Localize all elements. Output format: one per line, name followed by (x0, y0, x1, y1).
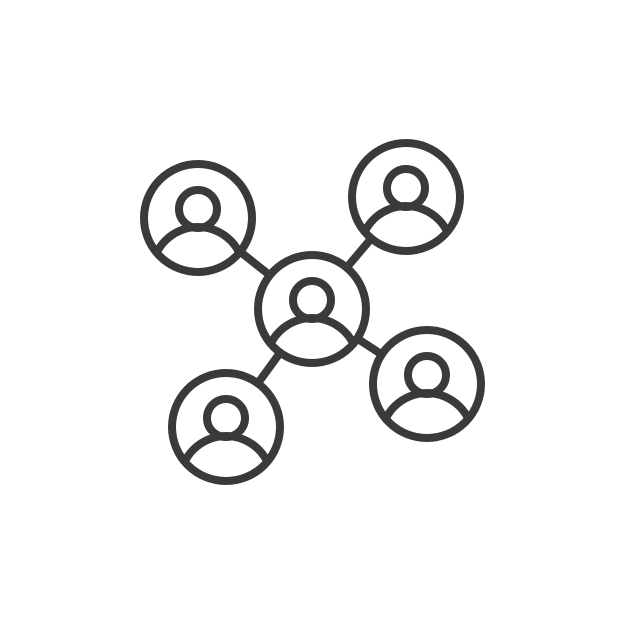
bottom-left-user-node (168, 369, 284, 485)
user-body-icon (148, 223, 248, 272)
user-head-icon (289, 277, 335, 323)
top-right-user-node (348, 139, 464, 255)
top-left-user-node (140, 160, 256, 276)
node-ring (140, 160, 256, 276)
node-ring (369, 326, 485, 442)
center-user-node (254, 251, 370, 367)
user-head-icon (203, 395, 249, 441)
user-body-icon (377, 389, 477, 438)
user-head-icon (175, 186, 221, 232)
node-ring (254, 251, 370, 367)
node-ring (168, 369, 284, 485)
connector-bottom-right-user (353, 334, 386, 359)
connector-top-left-user (236, 247, 274, 280)
node-ring (348, 139, 464, 255)
connector-top-right-user (342, 234, 376, 272)
connector-bottom-left-user (253, 348, 285, 388)
bottom-right-user-node (369, 326, 485, 442)
user-body-icon (356, 202, 456, 251)
user-body-icon (262, 314, 362, 363)
user-body-icon (176, 432, 276, 481)
user-head-icon (404, 352, 450, 398)
user-head-icon (383, 165, 429, 211)
connector-lines (236, 234, 386, 388)
